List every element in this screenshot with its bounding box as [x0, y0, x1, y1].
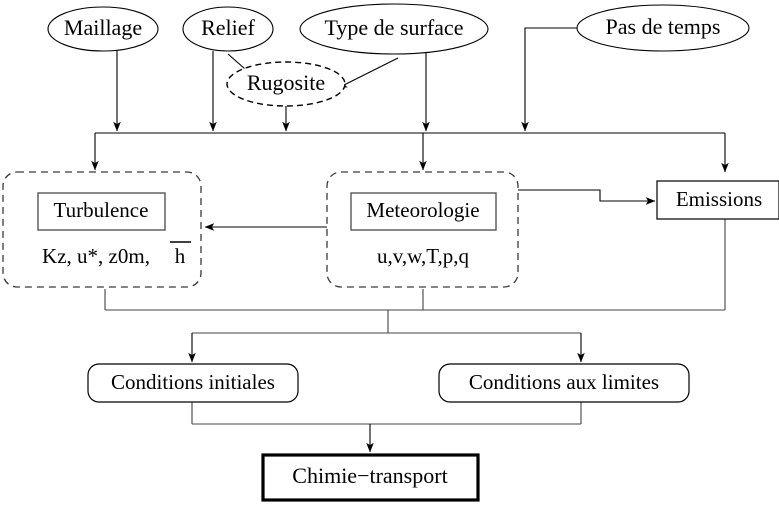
node-conditions-initiales[interactable]: Conditions initiales	[87, 363, 299, 403]
node-emissions[interactable]: Emissions	[656, 180, 779, 220]
meteorologie-label: Meteorologie	[366, 198, 479, 222]
node-conditions-aux-limites[interactable]: Conditions aux limites	[438, 363, 690, 403]
turbulence-variables: Kz, u*, z0m,	[42, 244, 150, 268]
meteorologie-variables: u,v,w,T,p,q	[377, 244, 469, 268]
edge-meteorologie-to-emissions	[518, 189, 656, 205]
edge-pasdetemps-to-bus	[521, 27, 578, 132]
turbulence-variables-overbar-text: h	[175, 244, 186, 268]
conditions-initiales-box[interactable]	[87, 363, 299, 403]
connector-group-bottom	[104, 219, 726, 453]
conditions-aux-limites-box[interactable]	[438, 363, 690, 403]
type-de-surface-label: Type de surface	[325, 15, 464, 40]
node-chimie-transport[interactable]: Chimie−transport	[261, 453, 480, 502]
node-maillage[interactable]: Maillage	[47, 6, 159, 52]
rugosite-label: Rugosite	[247, 70, 325, 95]
conditions-aux-limites-label: Conditions aux limites	[469, 370, 659, 394]
rugosite-ellipse[interactable]	[226, 61, 346, 107]
node-type-de-surface[interactable]: Type de surface	[299, 3, 489, 55]
emissions-label: Emissions	[676, 187, 762, 211]
maillage-ellipse[interactable]	[47, 6, 159, 52]
edge-typesurface-to-rugosite	[337, 57, 399, 89]
pas-de-temps-label: Pas de temps	[606, 14, 721, 39]
maillage-label: Maillage	[64, 15, 142, 40]
node-pas-de-temps[interactable]: Pas de temps	[576, 4, 750, 52]
emissions-box[interactable]	[656, 180, 779, 220]
conditions-initiales-label: Conditions initiales	[111, 370, 275, 394]
chimie-transport-box[interactable]	[261, 453, 480, 502]
relief-ellipse[interactable]	[182, 6, 274, 52]
turbulence-inner-box[interactable]	[37, 192, 166, 231]
pas-de-temps-ellipse[interactable]	[576, 4, 750, 52]
chimie-transport-label: Chimie−transport	[292, 463, 447, 488]
connector-group-middle	[204, 189, 656, 231]
node-meteorologie-group[interactable]: Meteorologie u,v,w,T,p,q	[326, 171, 519, 288]
node-turbulence-group[interactable]: Turbulence Kz, u*, z0m, h	[2, 171, 202, 288]
type-de-surface-ellipse[interactable]	[299, 3, 489, 55]
node-rugosite[interactable]: Rugosite	[226, 61, 346, 107]
turbulence-label: Turbulence	[54, 198, 149, 222]
node-relief[interactable]: Relief	[182, 6, 274, 52]
relief-label: Relief	[201, 15, 255, 40]
meteorologie-inner-box[interactable]	[350, 192, 497, 231]
connector-group-top	[91, 27, 729, 173]
